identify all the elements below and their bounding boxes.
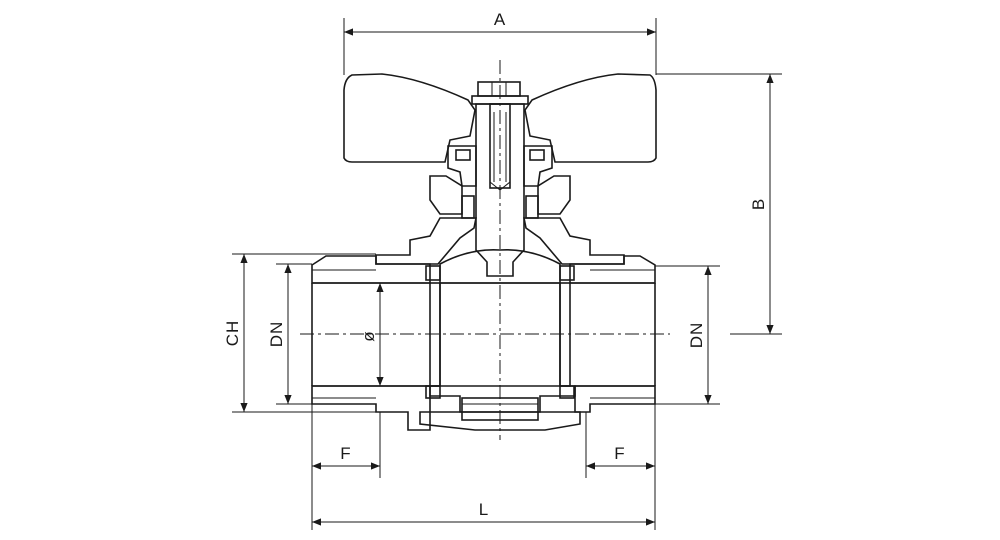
dimension-a: A bbox=[343, 10, 657, 75]
dimension-b: B bbox=[656, 73, 782, 335]
dimension-ch: CH bbox=[223, 253, 376, 413]
dimension-label-f-right: F bbox=[614, 444, 625, 463]
dimension-label-dn-left: DN bbox=[267, 321, 286, 348]
dimension-dn-left: DN bbox=[267, 263, 312, 405]
dimension-f-left: F bbox=[311, 404, 381, 530]
dimension-l: L bbox=[312, 500, 655, 526]
gland-nut bbox=[429, 145, 571, 219]
dimension-label-a: A bbox=[494, 10, 506, 29]
dimension-dn-right: DN bbox=[655, 265, 720, 405]
dimension-label-b: B bbox=[749, 198, 768, 210]
dimension-label-f-left: F bbox=[340, 444, 351, 463]
valve-body-neck bbox=[375, 217, 625, 265]
seat-rings bbox=[425, 265, 575, 399]
dimension-f-right: F bbox=[585, 404, 656, 530]
dimension-label-dn-right: DN bbox=[687, 322, 706, 349]
left-end-connector bbox=[311, 255, 431, 431]
center-lines bbox=[300, 60, 670, 440]
dimension-label-diameter: ø bbox=[359, 330, 378, 341]
dimension-diameter: ø bbox=[359, 283, 384, 386]
butterfly-handle bbox=[343, 73, 657, 163]
dimension-label-ch: CH bbox=[223, 320, 242, 347]
dimension-label-l: L bbox=[479, 500, 489, 519]
bore-lines bbox=[311, 282, 656, 387]
